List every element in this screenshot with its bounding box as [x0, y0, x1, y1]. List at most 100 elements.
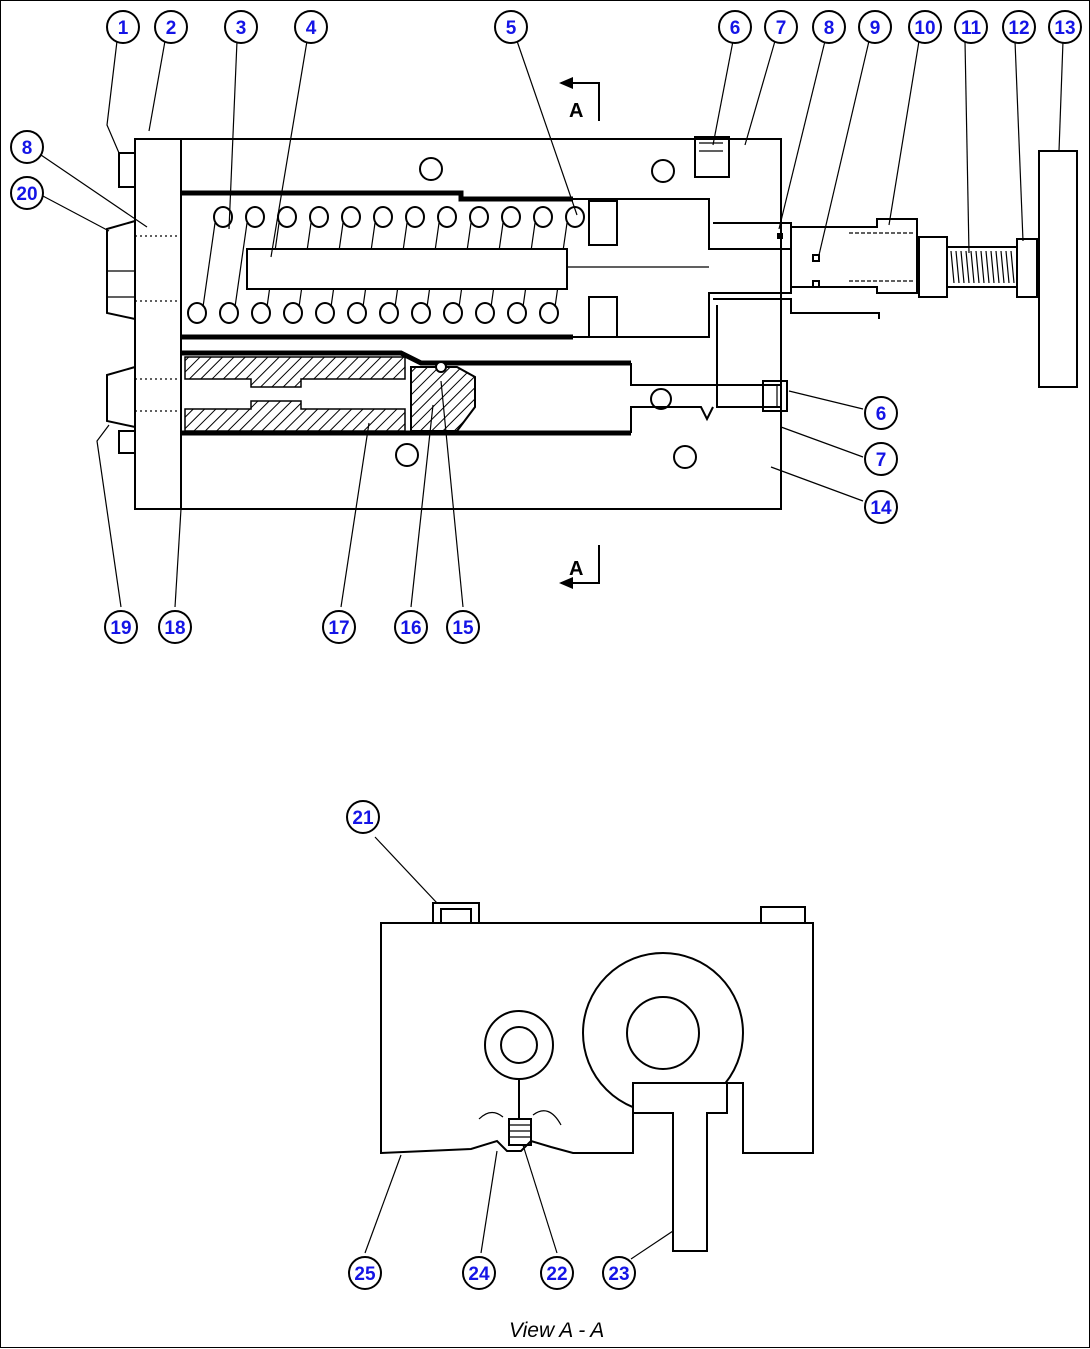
- spring-coil: [443, 302, 463, 324]
- callout-label: 6: [876, 404, 887, 425]
- screw-thread: [1010, 250, 1015, 284]
- callout-label: 7: [776, 18, 787, 39]
- section-mark-bottom: A: [559, 545, 600, 589]
- callout-circle: [812, 10, 846, 44]
- callout-19: 19: [104, 610, 138, 644]
- spring-coil: [437, 206, 457, 228]
- lever: [632, 1082, 728, 1252]
- port-cross: [650, 388, 672, 410]
- jam-nut: [1016, 238, 1038, 298]
- guide-rod: [246, 248, 568, 290]
- callout-label: 15: [452, 618, 474, 639]
- callout-circle: [462, 1256, 496, 1290]
- set-screw: [508, 1118, 532, 1146]
- callout-7: 7: [864, 442, 898, 476]
- spring-coil: [539, 302, 559, 324]
- callout-circle: [864, 396, 898, 430]
- spring-coil: [533, 206, 553, 228]
- callout-23: 23: [602, 1256, 636, 1290]
- screw-thread: [950, 250, 955, 284]
- callout-circle: [158, 610, 192, 644]
- callout-circle: [10, 176, 44, 210]
- callout-24: 24: [462, 1256, 496, 1290]
- screw-thread: [960, 250, 965, 284]
- callout-circle: [1002, 10, 1036, 44]
- callout-label: 2: [166, 18, 177, 39]
- callout-label: 18: [164, 618, 185, 639]
- spring-coil: [187, 302, 207, 324]
- callout-label: 19: [110, 618, 131, 639]
- screw-thread: [995, 250, 1000, 284]
- screw-thread: [970, 250, 975, 284]
- screw-thread: [1005, 250, 1010, 284]
- callout-circle: [154, 10, 188, 44]
- screw-thread: [965, 250, 970, 284]
- callout-label: 22: [546, 1264, 567, 1285]
- callout-11: 11: [954, 10, 988, 44]
- spring-coil: [347, 302, 367, 324]
- callout-circle: [446, 610, 480, 644]
- callout-label: 1: [118, 18, 129, 39]
- callout-circle: [602, 1256, 636, 1290]
- spring-coil: [507, 302, 527, 324]
- spring-coil: [309, 206, 329, 228]
- screw-thread: [980, 250, 985, 284]
- chip-outline: [478, 1110, 562, 1126]
- callout-label: 11: [961, 18, 982, 39]
- port-bottom-right: [673, 445, 697, 469]
- callout-17: 17: [322, 610, 356, 644]
- callout-6: 6: [718, 10, 752, 44]
- spring-coil: [219, 302, 239, 324]
- callout-6: 6: [864, 396, 898, 430]
- plug-right: [762, 380, 788, 412]
- screw-thread: [955, 250, 960, 284]
- callout-label: 20: [16, 184, 37, 205]
- callout-circle: [1048, 10, 1082, 44]
- screw-head-bottom: [118, 430, 136, 454]
- spring-coil: [411, 302, 431, 324]
- section-label-bottom: A: [569, 558, 583, 580]
- spring-coil: [373, 206, 393, 228]
- threaded-sleeve: [791, 218, 918, 294]
- cover-plate: [134, 138, 182, 510]
- spring-wire: [234, 222, 248, 308]
- callout-label: 7: [876, 450, 887, 471]
- spool: [567, 198, 792, 338]
- callout-14: 14: [864, 490, 898, 524]
- callout-label: 9: [870, 18, 881, 39]
- spring-coil: [245, 206, 265, 228]
- callout-circle: [224, 10, 258, 44]
- callout-18: 18: [158, 610, 192, 644]
- callout-circle: [494, 10, 528, 44]
- callout-2: 2: [154, 10, 188, 44]
- callout-4: 4: [294, 10, 328, 44]
- callout-label: 12: [1008, 18, 1029, 39]
- callout-12: 12: [1002, 10, 1036, 44]
- callout-circle: [346, 800, 380, 834]
- callout-circle: [718, 10, 752, 44]
- callout-label: 14: [870, 498, 892, 519]
- callout-circle: [858, 10, 892, 44]
- callout-label: 23: [608, 1264, 629, 1285]
- section-mark-top: A: [559, 77, 600, 122]
- callout-label: 24: [468, 1264, 490, 1285]
- spring-bore-top: [181, 190, 573, 202]
- bolt-head-left: [432, 902, 480, 924]
- large-bore-inner: [626, 996, 700, 1070]
- callout-9: 9: [858, 10, 892, 44]
- spring-coil: [565, 206, 585, 228]
- callout-circle: [540, 1256, 574, 1290]
- callout-circle: [864, 490, 898, 524]
- lower-bore-top: [181, 350, 631, 366]
- adjuster-housing-bottom: [716, 305, 781, 386]
- callout-1: 1: [106, 10, 140, 44]
- callout-circle: [908, 10, 942, 44]
- block-body: [380, 922, 814, 1155]
- spring-coil: [475, 302, 495, 324]
- poppet-seal: [435, 361, 447, 373]
- spring-coil: [283, 302, 303, 324]
- callout-circle: [764, 10, 798, 44]
- view-a-a: View A - A: [380, 902, 814, 1342]
